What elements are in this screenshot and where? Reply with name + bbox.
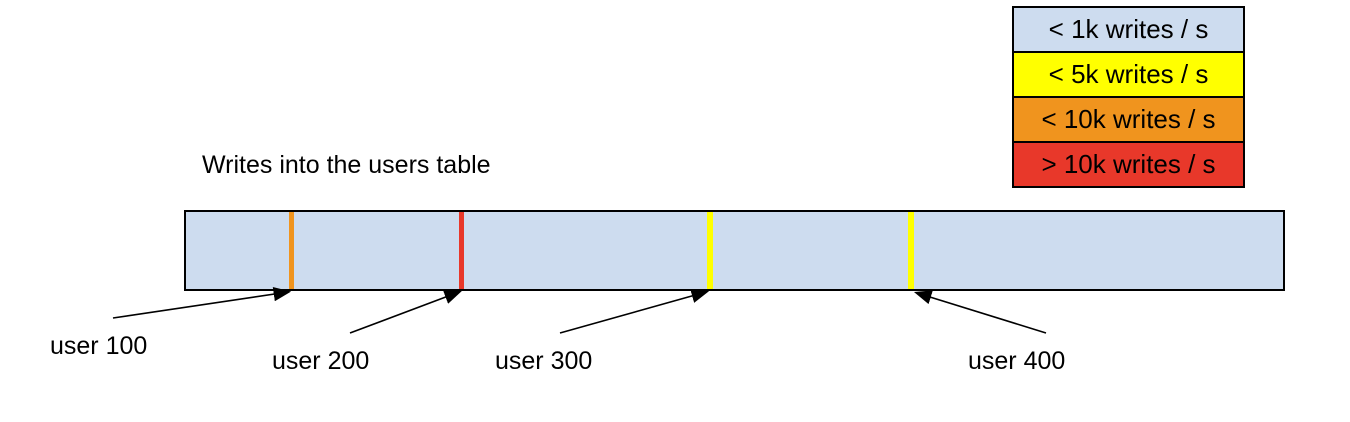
legend-item-label: < 1k writes / s [1048, 14, 1209, 44]
legend-item-label: < 5k writes / s [1048, 59, 1209, 89]
tick-user-200 [459, 212, 464, 289]
user-label-user-300: user 300 [495, 347, 593, 375]
legend-item-1: < 5k writes / s [1012, 51, 1245, 98]
arrow-to-user-400 [913, 290, 1047, 334]
tick-user-400 [908, 212, 914, 289]
arrow-to-user-300 [559, 288, 710, 334]
diagram-title: Writes into the users table [202, 151, 491, 179]
arrow-to-user-200 [349, 290, 462, 334]
tick-user-300 [707, 212, 713, 289]
legend-item-3: > 10k writes / s [1012, 141, 1245, 188]
legend: < 1k writes / s < 5k writes / s < 10k writ… [1012, 6, 1245, 188]
legend-item-label: < 10k writes / s [1041, 104, 1216, 134]
tick-user-100 [289, 212, 294, 289]
legend-item-0: < 1k writes / s [1012, 6, 1245, 53]
legend-item-label: > 10k writes / s [1041, 149, 1216, 179]
user-label-user-200: user 200 [272, 347, 370, 375]
arrow-to-user-100 [112, 286, 292, 319]
user-label-user-400: user 400 [968, 347, 1066, 375]
user-label-user-100: user 100 [50, 332, 148, 360]
legend-item-2: < 10k writes / s [1012, 96, 1245, 143]
users-table-bar [184, 210, 1285, 291]
